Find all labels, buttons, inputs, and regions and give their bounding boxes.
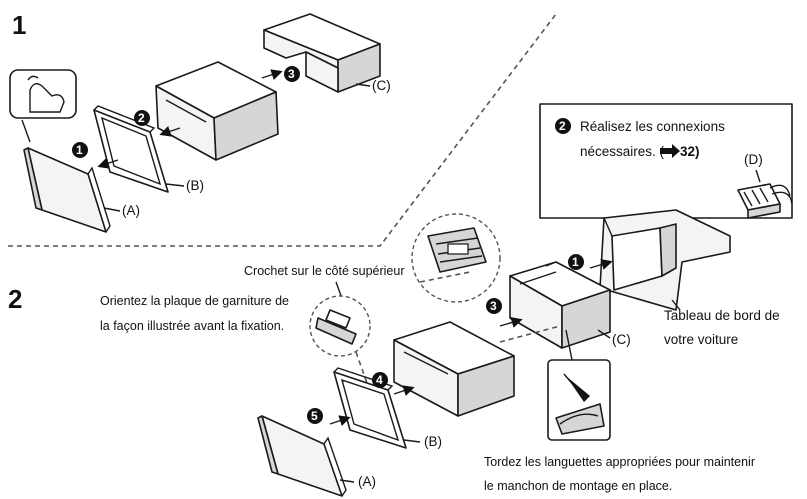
svg-text:5: 5 — [311, 409, 318, 423]
svg-text:3: 3 — [490, 299, 497, 313]
hook-magnifier-circle — [309, 295, 371, 357]
dashboard-opening — [599, 209, 731, 311]
part-c-label-step1: (C) — [372, 78, 391, 93]
hand-release-icon — [9, 69, 77, 143]
tab-bending-screwdriver-icon — [547, 359, 611, 441]
faceplate-a-step1 — [23, 147, 111, 233]
svg-text:1: 1 — [76, 143, 83, 157]
step2-badge-5: 5 — [307, 408, 323, 424]
callout-badge-2: 2 — [555, 118, 571, 134]
callout-page-reference: 32) — [680, 144, 700, 159]
section-divider-dashed-line — [8, 13, 557, 247]
part-a-label-step1: (A) — [122, 203, 140, 218]
svg-text:3: 3 — [288, 67, 295, 81]
radio-unit-step2 — [393, 321, 515, 417]
step2-badge-4: 4 — [372, 372, 388, 388]
part-d-label: (D) — [744, 152, 763, 167]
dashboard-label-line1: Tableau de bord de — [664, 308, 780, 323]
sleeve-cover-c-step1 — [263, 13, 381, 93]
sleeve-magnifier-circle — [411, 213, 501, 303]
mounting-sleeve-step1 — [155, 61, 279, 161]
step-1-number: 1 — [12, 10, 26, 40]
orient-label-line1: Orientez la plaque de garniture de — [100, 294, 289, 308]
dashboard-label-line2: votre voiture — [664, 332, 738, 347]
step1-badge-2: 2 — [134, 110, 150, 126]
callout-text-line2: nécessaires. ( — [580, 144, 665, 159]
hook-label: Crochet sur le côté supérieur — [244, 264, 405, 278]
callout-text-line1: Réalisez les connexions — [580, 119, 725, 134]
part-b-label-step2: (B) — [424, 434, 442, 449]
svg-text:2: 2 — [138, 111, 145, 125]
trim-plate-b-step2 — [333, 367, 407, 449]
part-a-label-step2: (A) — [358, 474, 376, 489]
orient-label-line2: la façon illustrée avant la fixation. — [100, 319, 284, 333]
part-b-label-step1: (B) — [186, 178, 204, 193]
page-reference-arrow-icon — [660, 144, 680, 158]
step2-badge-1: 1 — [568, 254, 584, 270]
mounting-sleeve-c-step2 — [509, 261, 611, 349]
faceplate-a-step2 — [257, 415, 347, 497]
part-c-label-step2: (C) — [612, 332, 631, 347]
wiring-connector-d — [737, 183, 793, 219]
svg-text:1: 1 — [572, 255, 579, 269]
step2-badge-3: 3 — [486, 298, 502, 314]
tabs-caption-line1: Tordez les languettes appropriées pour m… — [484, 455, 755, 469]
step-2-number: 2 — [8, 284, 22, 314]
svg-text:4: 4 — [376, 373, 383, 387]
step1-badge-3: 3 — [284, 66, 300, 82]
step1-badge-1: 1 — [72, 142, 88, 158]
trim-plate-b-step1 — [93, 105, 169, 193]
svg-text:2: 2 — [559, 119, 566, 133]
tabs-caption-line2: le manchon de montage en place. — [484, 479, 672, 493]
